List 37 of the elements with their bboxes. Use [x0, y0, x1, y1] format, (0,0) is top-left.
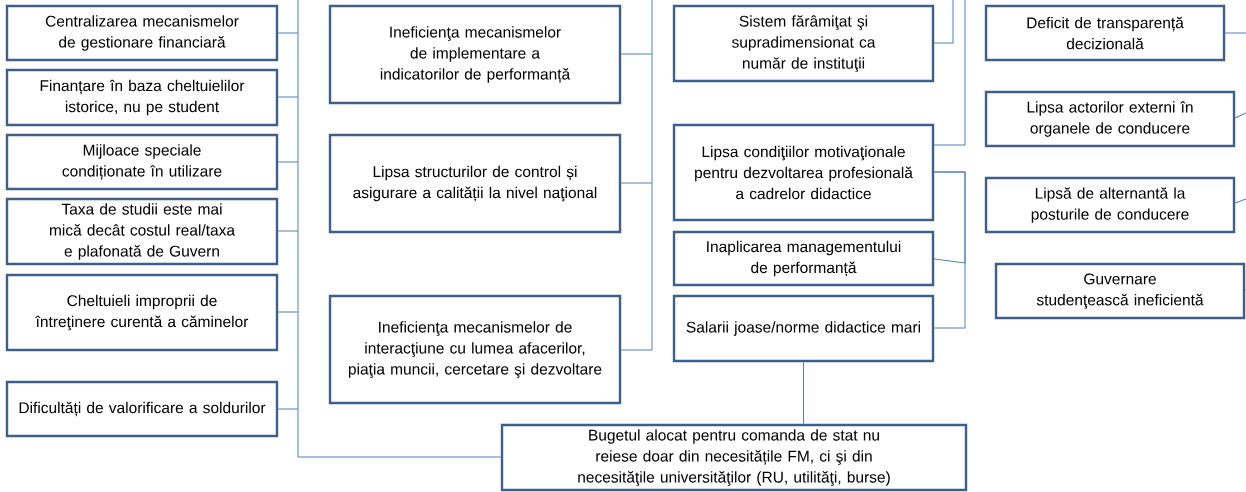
- connector-line: [933, 171, 966, 329]
- text-box: Sistem fărâmiţat şi supradimensionat ca număr de instituţii: [672, 4, 935, 83]
- connector-line: [651, 0, 653, 351]
- connector-line: [277, 161, 299, 163]
- connector-line: [933, 0, 954, 44]
- text-box: Lipsa condiţiilor motivaţionale pentru dezvoltarea profesională a cadrelor didactice: [672, 123, 935, 222]
- connector-line: [277, 408, 299, 410]
- text-box: Guvernare studenţească ineficientă: [994, 262, 1246, 320]
- text-box: Dificultăți de valorificare a soldurilor: [5, 380, 279, 438]
- text-box: Inaplicarea managementului de performanță: [672, 230, 935, 287]
- text-box: Salarii joase/norme didactice mari: [672, 294, 935, 363]
- connector-line: [1224, 32, 1246, 34]
- connector-line: [1234, 198, 1246, 204]
- connector-line: [277, 96, 299, 98]
- text-box: Centralizarea mecanismelor de gestionare financiară: [5, 4, 279, 62]
- text-box: Finanțare în baza cheltuielilor istorice, nu pe student: [5, 68, 279, 127]
- text-box: Ineficienţa mecanismelor de implementare a indicatorilor de performanță: [328, 4, 622, 105]
- connector-line: [277, 311, 299, 313]
- connector-line: [277, 32, 299, 34]
- text-box: Lipsa structurilor de control și asigurare a calității la nivel naţional: [328, 133, 622, 234]
- text-box: Taxa de studii este mai mică decât costul real/taxa e plafonată de Guvern: [5, 197, 279, 266]
- text-box: Lipsă de alternantă la posturile de conducere: [984, 176, 1236, 234]
- text-box: Cheltuieli improprii de întreţinere curentă a căminelor: [5, 273, 279, 352]
- connector-line: [1234, 112, 1246, 119]
- connector-line: [620, 182, 653, 184]
- connector-line: [620, 53, 653, 55]
- connector-line: [297, 0, 299, 458]
- connector-line: [803, 361, 804, 425]
- text-box: Lipsa actorilor externi în organele de conducere: [984, 90, 1236, 148]
- connector-line: [277, 230, 299, 232]
- text-box: Mijloace speciale condiționate în utilizare: [5, 133, 279, 191]
- connector-line: [933, 0, 966, 146]
- text-box: Bugetul alocat pentru comanda de stat nu reiese doar din necesitățile FM, ci şi din necesităţile universităţilor (RU, utilităţi, burse): [500, 423, 968, 492]
- connector-line: [620, 349, 653, 351]
- text-box: Deficit de transparență decizională: [984, 4, 1226, 62]
- text-box: Ineficienţa mecanismelor de interacţiune cu lumea afacerilor, piaţia muncii, cercetare şi dezvoltare: [328, 294, 622, 405]
- connector-line: [297, 456, 502, 458]
